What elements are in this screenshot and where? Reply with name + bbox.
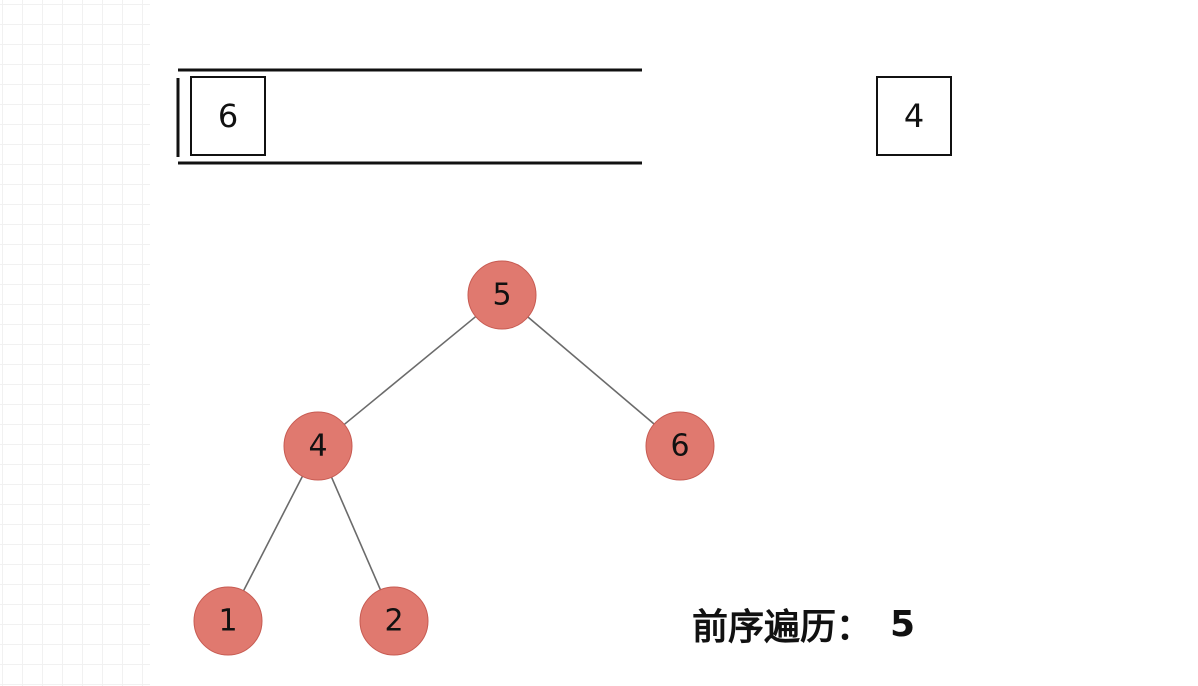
- tree-node-circle: [359, 586, 429, 656]
- tree-node-label: 2: [384, 604, 403, 639]
- tree-edge-n4-n1: [242, 475, 304, 592]
- tree-node-circle: [283, 411, 353, 481]
- tree-node-circle: [645, 411, 715, 481]
- tree-edges: [242, 315, 655, 592]
- grid-background: [0, 0, 150, 686]
- tree-node-circle: [467, 260, 537, 330]
- tree-edge-n5-n6: [527, 316, 655, 425]
- tree-node-6: 6: [645, 411, 715, 481]
- tree-node-4: 4: [283, 411, 353, 481]
- traversal-values: 5: [890, 603, 916, 645]
- tree-node-2: 2: [359, 586, 429, 656]
- tree-nodes: 5 4 6 1 2: [193, 260, 715, 656]
- tree-edge-n4-n2: [330, 476, 382, 591]
- stack-container: [176, 68, 642, 165]
- current-node-box: 4: [876, 76, 952, 156]
- traversal-label: 前序遍历：: [692, 607, 873, 648]
- tree-edge-n5-n4: [343, 315, 477, 426]
- tree-node-circle: [193, 586, 263, 656]
- stack-item: 6: [190, 76, 266, 156]
- tree-node-label: 5: [492, 278, 511, 313]
- tree-node-5: 5: [467, 260, 537, 330]
- traversal-caption: 前序遍历： 5: [692, 598, 915, 650]
- tree-node-1: 1: [193, 586, 263, 656]
- tree-node-label: 4: [308, 429, 327, 464]
- tree-node-label: 1: [218, 604, 237, 639]
- tree-node-label: 6: [670, 429, 689, 464]
